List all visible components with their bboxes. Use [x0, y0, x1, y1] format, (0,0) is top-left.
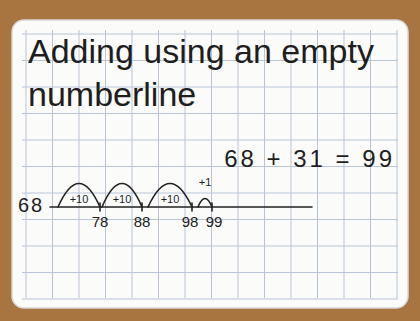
grid-line [132, 30, 133, 298]
grid-line [22, 113, 398, 114]
board-title: Adding using an empty numberline [28, 30, 398, 115]
grid-line [79, 30, 80, 298]
number-line [50, 184, 312, 212]
line-number: 98 [182, 213, 199, 231]
grid-line [22, 272, 398, 273]
grid-line [105, 30, 106, 298]
tick-mark [141, 203, 143, 211]
grid-line [22, 140, 398, 141]
jump-arc [198, 199, 212, 208]
tick-mark [99, 203, 101, 211]
tick-mark [211, 203, 213, 211]
jump-label: +10 [161, 193, 180, 206]
grid-lines [22, 30, 398, 299]
jump-arc [102, 184, 142, 208]
grid-line [52, 30, 53, 298]
grid-line [211, 30, 212, 298]
grid-line [22, 299, 398, 300]
grid-line [26, 30, 27, 298]
tick-mark [191, 203, 193, 211]
grid-line [22, 246, 398, 247]
grid-line [397, 30, 398, 298]
jump-label: +10 [70, 193, 89, 206]
line-number: 99 [206, 213, 223, 231]
start-number: 68 [18, 193, 44, 217]
equation: 68 + 31 = 99 [224, 145, 395, 174]
jump-arc [148, 184, 192, 208]
jump-arc [58, 184, 100, 208]
grid-line [158, 30, 159, 298]
jump-label: +1 [199, 176, 212, 189]
whiteboard [12, 20, 408, 308]
number-line-axis [50, 206, 312, 208]
jump-label: +10 [113, 193, 132, 206]
line-number: 88 [134, 213, 151, 231]
grid-line [185, 30, 186, 298]
line-number: 78 [92, 213, 109, 231]
